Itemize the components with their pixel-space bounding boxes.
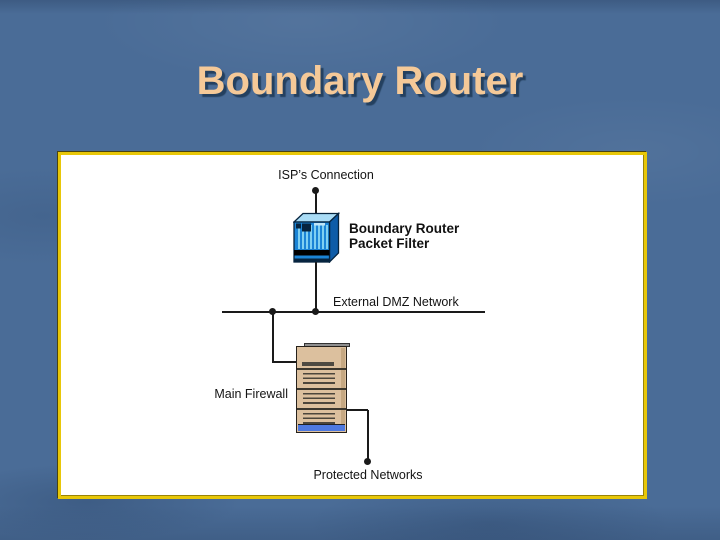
- dmz-to-firewall-vline: [272, 312, 274, 362]
- main-firewall-label: Main Firewall: [214, 387, 288, 401]
- firewall-section: [297, 368, 346, 388]
- firewall-to-protected-hline: [347, 409, 368, 411]
- firewall-cap-vent: [302, 362, 334, 366]
- router-label: Boundary Router Packet Filter: [349, 221, 459, 251]
- isp-connection-dot: [312, 187, 319, 194]
- slide-title: Boundary Router: [196, 59, 524, 103]
- dmz-junction-dot-router: [312, 308, 319, 315]
- protected-networks-label: Protected Networks: [313, 468, 423, 482]
- diagram-panel: [58, 152, 647, 499]
- boundary-router-icon: [293, 212, 340, 263]
- dmz-junction-dot-left: [269, 308, 276, 315]
- firewall-icon: [296, 343, 350, 433]
- dmz-to-firewall-elbow: [272, 361, 297, 363]
- external-dmz-label: External DMZ Network: [333, 295, 459, 309]
- isp-to-router-line: [315, 192, 317, 214]
- firewall-section: [297, 408, 346, 428]
- firewall-vents: [303, 372, 335, 386]
- firewall-to-protected-vline: [367, 410, 369, 459]
- firewall-body: [296, 346, 347, 433]
- router-to-dmz-line: [315, 262, 317, 312]
- firewall-section: [297, 388, 346, 408]
- firewall-base: [298, 424, 345, 431]
- firewall-vents: [303, 412, 335, 426]
- router-label-line2: Packet Filter: [349, 236, 430, 251]
- firewall-shading: [341, 348, 345, 425]
- router-label-line1: Boundary Router: [349, 221, 460, 236]
- firewall-vents: [303, 392, 335, 406]
- protected-networks-dot: [364, 458, 371, 465]
- dmz-bus-line: [222, 311, 485, 313]
- isp-connection-label: ISP’s Connection: [278, 168, 374, 182]
